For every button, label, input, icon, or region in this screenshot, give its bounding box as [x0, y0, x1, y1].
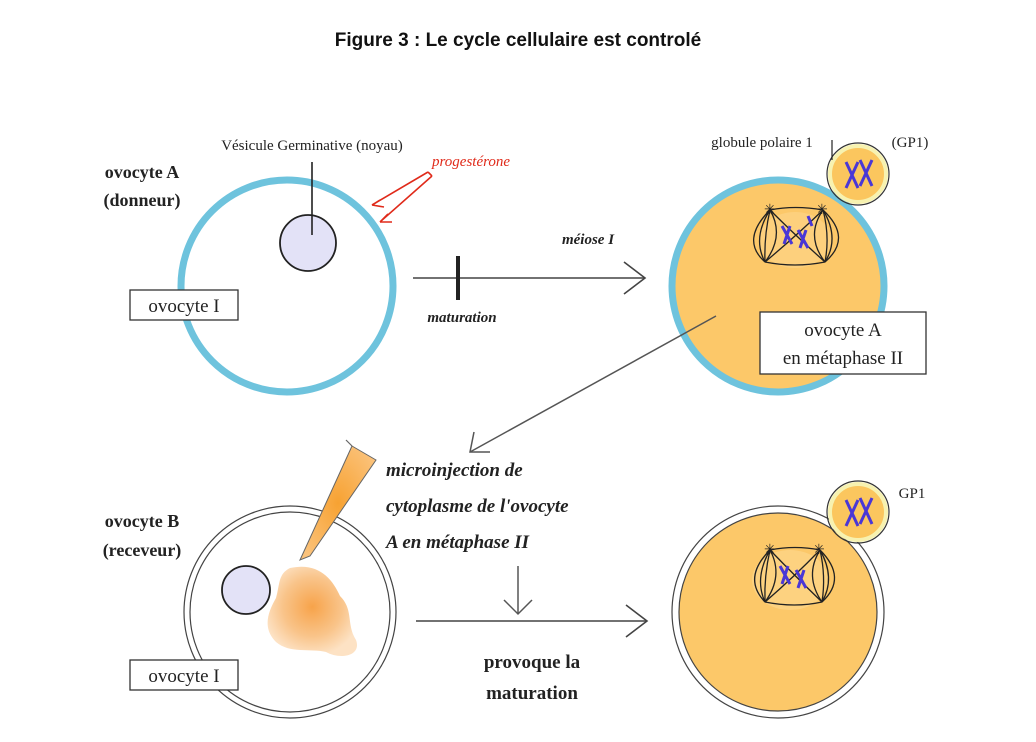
globule-polaire-label: globule polaire 1 — [711, 135, 813, 151]
ovocyte-i-top-box — [129, 289, 239, 321]
spindle-top — [752, 206, 840, 266]
receveur-label: (receveur) — [103, 540, 182, 561]
box-a-line2: en métaphase II — [783, 348, 903, 369]
ovocyte-i-bottom-label: ovocyte I — [148, 666, 219, 687]
progesterone-label: progestérone — [431, 154, 510, 170]
spindle-bottom — [753, 546, 836, 606]
micro-line2: cytoplasme de l'ovocyte — [386, 496, 569, 517]
aster-top-left-icon: ✳ — [764, 203, 776, 218]
aster-top-right-icon: ✳ — [816, 203, 828, 218]
ovocyte-i-bottom-box — [129, 659, 239, 691]
provoque-line1: provoque la — [484, 652, 581, 673]
ovocyte-a-nucleus — [279, 214, 337, 272]
polar-body-bottom — [826, 480, 890, 544]
ovocyte-b-label: ovocyte B — [105, 511, 179, 531]
progesterone-arrows — [371, 171, 433, 223]
meiose-label: méiose I — [562, 232, 615, 248]
provoque-line2: maturation — [486, 683, 578, 704]
maturation-label-top: maturation — [427, 310, 496, 326]
polar-body-top — [826, 142, 890, 206]
donneur-label: (donneur) — [103, 190, 180, 211]
ovocyte-a-membrane — [177, 176, 397, 396]
meiose-arrow — [413, 256, 647, 300]
aster-bottom-right-icon: ✳ — [813, 543, 825, 558]
down-arrow — [503, 566, 533, 616]
micropipette — [299, 439, 377, 561]
gp1-top-label: (GP1) — [892, 135, 929, 151]
ovocyte-a-label: ovocyte A — [105, 162, 179, 182]
box-a-line1: ovocyte A — [804, 320, 882, 341]
vesicule-label: Vésicule Germinative (noyau) — [221, 138, 403, 154]
chromosomes-bottom — [778, 565, 808, 589]
ovocyte-a-cell — [177, 176, 397, 396]
maturation-arrow — [416, 604, 649, 638]
micro-line1: microinjection de — [386, 460, 523, 481]
injected-cytoplasm — [267, 566, 358, 656]
ovocyte-b-nucleus — [221, 565, 271, 615]
transfer-arrow — [469, 315, 717, 453]
ovocyte-a-metaphase-box — [759, 311, 927, 375]
figure-title: Figure 3 : Le cycle cellulaire est contr… — [334, 30, 702, 51]
gp1-bottom-label: GP1 — [899, 486, 926, 502]
chromosomes-top — [780, 215, 814, 249]
aster-bottom-left-icon: ✳ — [764, 543, 776, 558]
ovocyte-i-top-label: ovocyte I — [148, 296, 219, 317]
micro-line3: A en métaphase II — [385, 532, 530, 553]
ovocyte-b-matured-cell: ✳ ✳ — [671, 505, 885, 719]
ovocyte-a-metaphase-cell: ✳ ✳ — [668, 176, 888, 396]
